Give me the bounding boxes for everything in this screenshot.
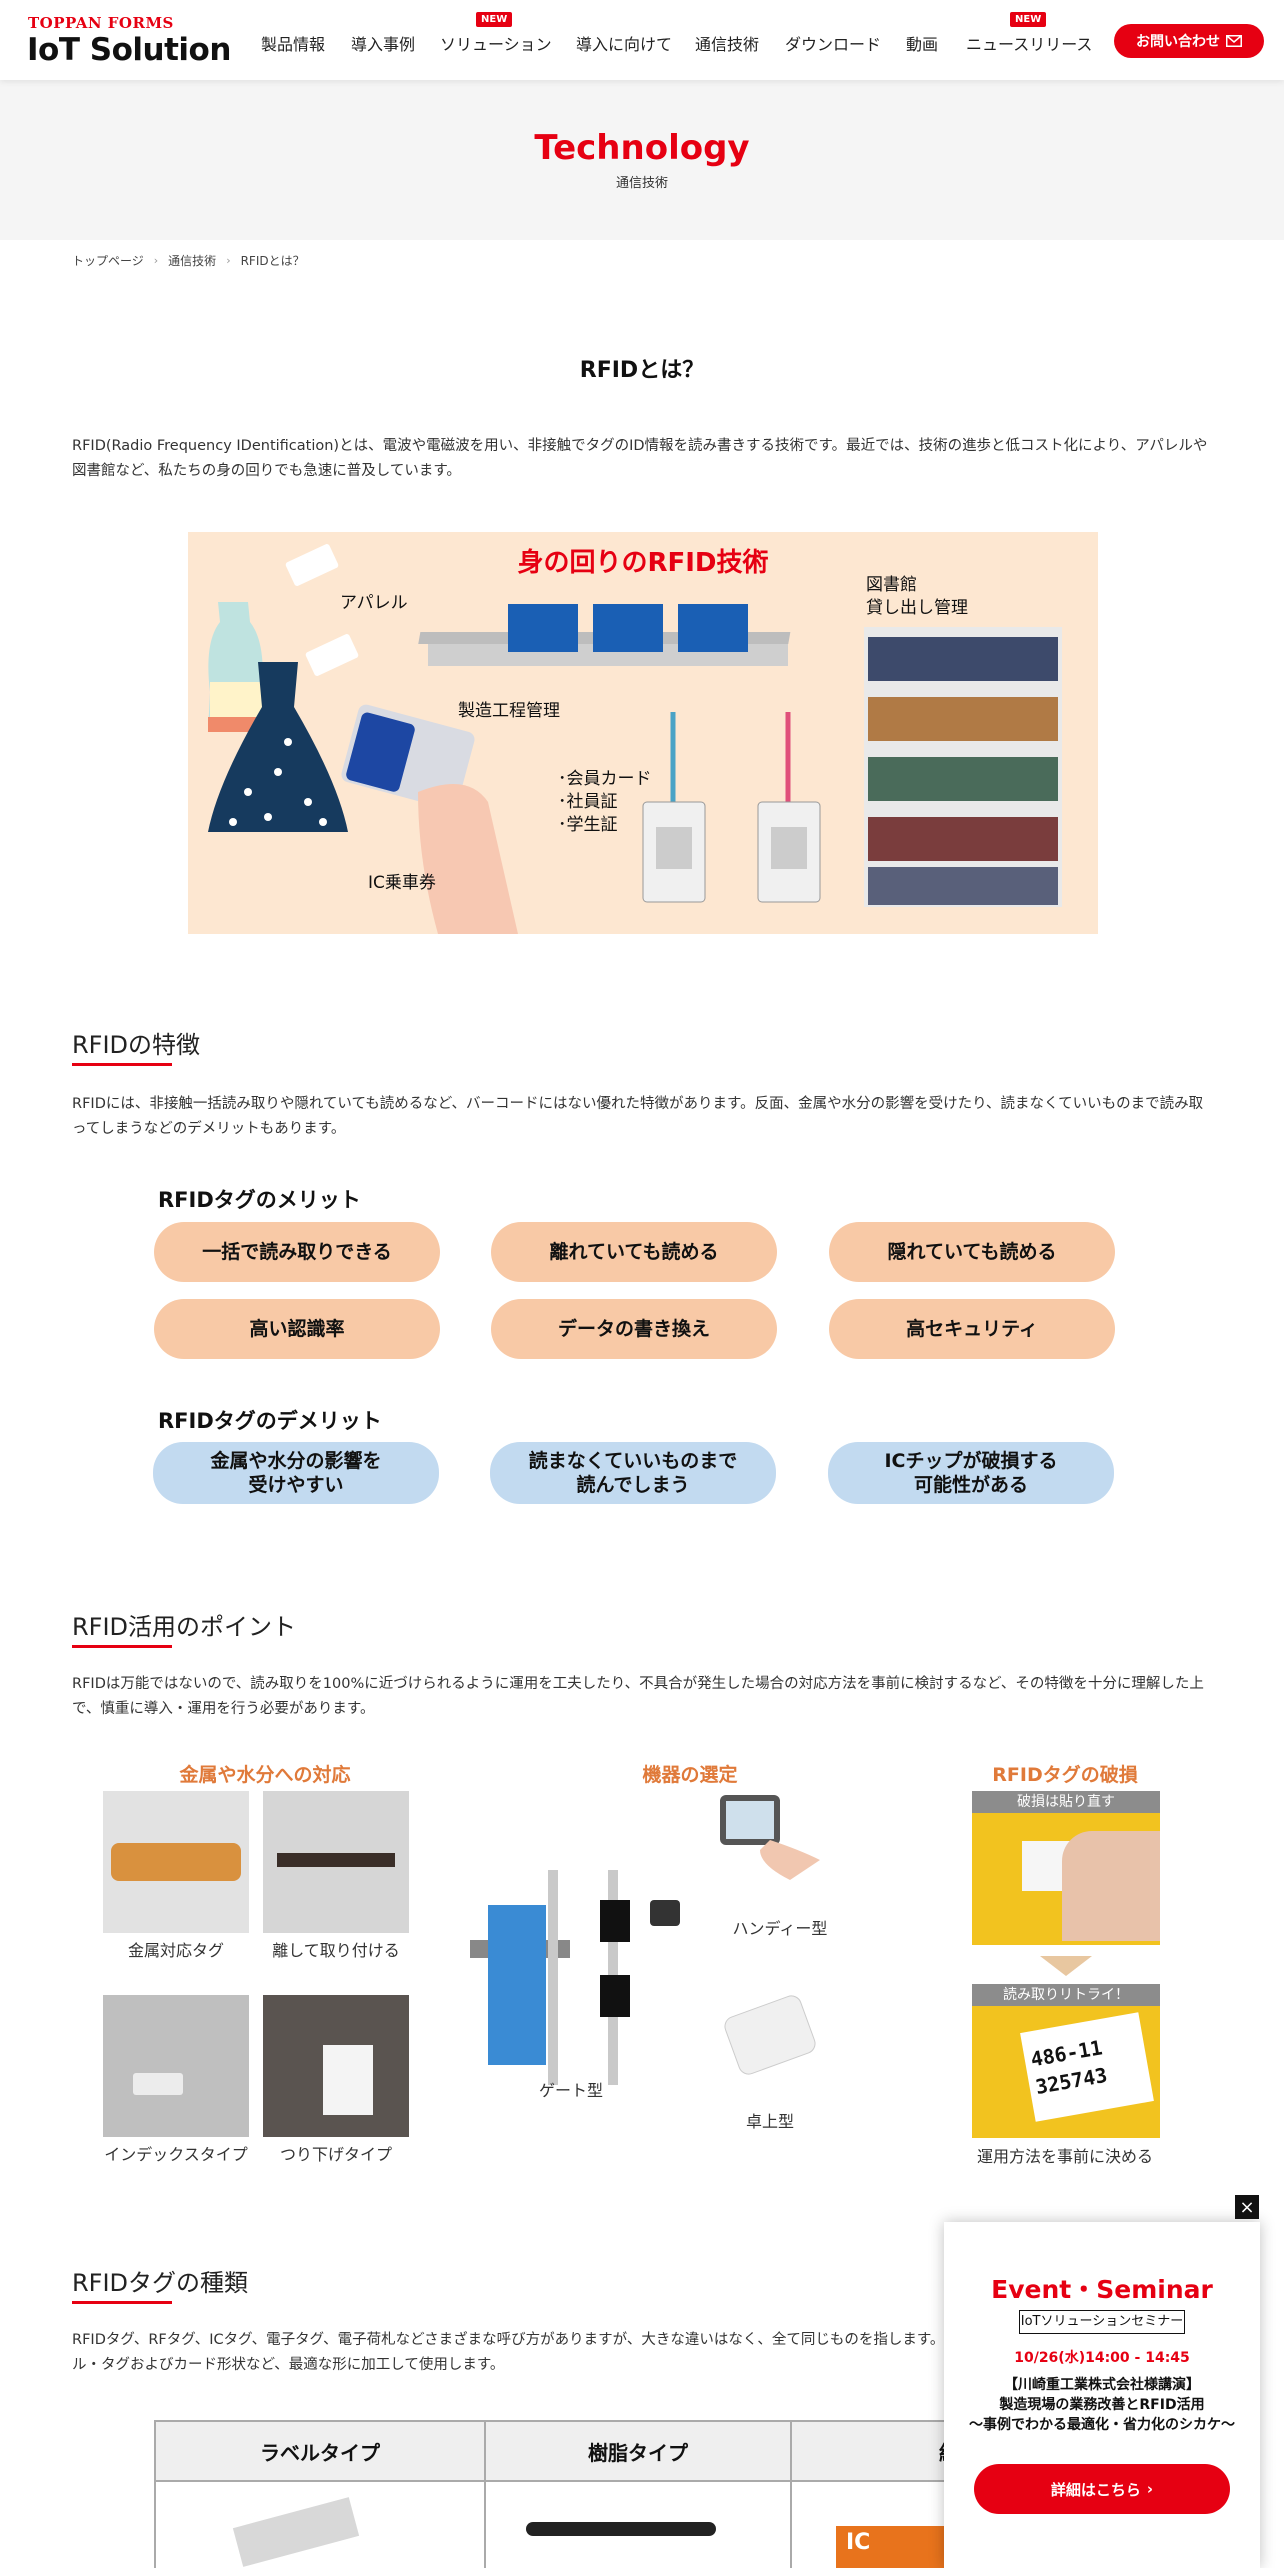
hero-subtitle: 通信技術	[615, 176, 668, 191]
points-heading: RFID活用のポイント	[72, 1613, 297, 1641]
merit-pill: データの書き換え	[491, 1299, 777, 1359]
popup-details-button[interactable]: 詳細はこちら ›	[974, 2464, 1230, 2514]
point-device-title: 機器の選定	[642, 1764, 738, 1786]
event-popup: Event・Seminar IoTソリューションセミナー 10/26(水)14:…	[944, 2222, 1260, 2568]
merit-pill: 高セキュリティ	[829, 1299, 1115, 1359]
mail-icon	[1226, 35, 1242, 47]
chevron-right-icon: ›	[153, 254, 159, 267]
types-heading: RFIDタグの種類	[72, 2269, 249, 2297]
caption: ハンディー型	[732, 1919, 828, 1938]
logo-company[interactable]: TOPPAN FORMS	[28, 14, 174, 32]
label-ic-ticket: IC乗車券	[368, 873, 436, 893]
photo-retry-read: 読み取りリトライ！ 486-11 325743	[972, 1984, 1160, 2138]
chevron-right-icon: ›	[1146, 2480, 1154, 2498]
arrow-down-icon	[1040, 1956, 1092, 1976]
photo-metal-tag	[103, 1791, 249, 1933]
card-text: IC	[836, 2526, 952, 2568]
nav-introduction[interactable]: 導入に向けて	[576, 35, 673, 54]
table-cell-label	[154, 2482, 486, 2568]
demerit-heading: RFIDタグのデメリット	[158, 1409, 382, 1433]
hero-title: Technology	[534, 128, 750, 168]
nav-news-new-badge: NEW	[1010, 12, 1047, 27]
popup-description: 【川崎重工業株式会社様講演】 製造現場の業務改善とRFID活用 〜事例でわかる最…	[969, 2377, 1235, 2433]
device-illustration	[470, 1795, 820, 2085]
points-heading-underline	[72, 1645, 172, 1648]
rfid-illustration: 身の回りのRFID技術	[188, 532, 1098, 934]
intro-text: RFID(Radio Frequency IDentification)とは、電…	[72, 438, 1208, 479]
contact-button[interactable]: お問い合わせ	[1114, 24, 1264, 58]
nav-cases[interactable]: 導入事例	[351, 35, 416, 54]
features-heading-underline	[72, 1063, 172, 1066]
label-cards: ･会員カード ･社員証 ･学生証	[558, 769, 652, 835]
photo-reattach-tag: 破損は貼り直す	[972, 1791, 1160, 1945]
label-library: 図書館 貸し出し管理	[866, 575, 968, 618]
merit-heading: RFIDタグのメリット	[158, 1188, 361, 1212]
features-text: RFIDには、非接触一括読み取りや隠れていても読めるなど、バーコードにはない優れ…	[72, 1096, 1204, 1137]
caption: 金属対応タグ	[127, 1941, 224, 1960]
caption: 運用方法を事前に決める	[976, 2147, 1153, 2166]
photo-index-tag	[103, 1995, 249, 2137]
table-header-resin: 樹脂タイプ	[484, 2420, 792, 2482]
point-damage-title: RFIDタグの破損	[992, 1764, 1138, 1786]
retry-bar: 読み取りリトライ！	[972, 1984, 1160, 2006]
nav-solution[interactable]: ソリューション	[440, 35, 552, 54]
illustration-title: 身の回りのRFID技術	[517, 548, 769, 578]
retry-tag-label: 486-11 325743	[1020, 2012, 1154, 2122]
caption: 離して取り付ける	[272, 1941, 400, 1960]
popup-tag: IoTソリューションセミナー	[1019, 2310, 1185, 2334]
popup-close-button[interactable]: ×	[1235, 2195, 1259, 2219]
table-cell-resin	[484, 2482, 792, 2568]
merit-pill: 高い認識率	[154, 1299, 440, 1359]
nav-solution-new-badge: NEW	[476, 12, 513, 27]
popup-details-label: 詳細はこちら	[1050, 2480, 1141, 2499]
nav-news[interactable]: ニュースリリース	[966, 35, 1093, 54]
photo-hanging-tag	[263, 1995, 409, 2137]
types-heading-underline	[72, 2301, 172, 2304]
popup-date: 10/26(水)14:00 - 14:45	[1014, 2350, 1190, 2366]
page-title: RFIDとは？	[579, 358, 705, 383]
breadcrumb: トップページ › 通信技術 › RFIDとは？	[72, 252, 305, 269]
site-header: TOPPAN FORMS IoT Solution 製品情報 導入事例 NEW …	[0, 0, 1284, 80]
logo-product[interactable]: IoT Solution	[27, 32, 231, 68]
demerit-pill: ICチップが破損する 可能性がある	[828, 1442, 1114, 1504]
caption: つり下げタイプ	[279, 2145, 392, 2164]
chevron-right-icon: ›	[226, 254, 231, 267]
label-apparel: アパレル	[340, 593, 408, 613]
types-text: RFIDタグ、RFタグ、ICタグ、電子タグ、電子荷札などさまざまな呼び方がありま…	[72, 2332, 1205, 2373]
nav-technology[interactable]: 通信技術	[695, 35, 760, 54]
nav-products[interactable]: 製品情報	[261, 35, 326, 54]
popup-title: Event・Seminar	[991, 2275, 1213, 2304]
demerit-pill: 読まなくていいものまで 読んでしまう	[490, 1442, 776, 1504]
nav-download[interactable]: ダウンロード	[785, 35, 882, 54]
merit-pill: 一括で読み取りできる	[154, 1222, 440, 1282]
breadcrumb-technology[interactable]: 通信技術	[168, 254, 217, 268]
table-header-label: ラベルタイプ	[154, 2420, 486, 2482]
merit-pill: 離れていても読める	[491, 1222, 777, 1282]
contact-button-label: お問い合わせ	[1136, 34, 1220, 50]
nav-video[interactable]: 動画	[906, 35, 939, 54]
breadcrumb-home[interactable]: トップページ	[72, 254, 144, 268]
caption: 卓上型	[745, 2112, 794, 2131]
caption: インデックスタイプ	[104, 2145, 248, 2164]
merit-pill: 隠れていても読める	[829, 1222, 1115, 1282]
caption: ゲート型	[538, 2081, 603, 2100]
demerit-pill: 金属や水分の影響を 受けやすい	[153, 1442, 439, 1504]
breadcrumb-current: RFIDとは？	[240, 254, 305, 268]
features-heading: RFIDの特徴	[72, 1031, 201, 1059]
point-metal-title: 金属や水分への対応	[179, 1764, 351, 1786]
points-text: RFIDは万能ではないので、読み取りを100%に近づけられるように運用を工夫した…	[72, 1676, 1204, 1717]
photo-spacer-mount	[263, 1791, 409, 1933]
label-manufacturing: 製造工程管理	[458, 701, 560, 721]
illustration-graphics	[208, 544, 1062, 934]
hero-banner: Technology 通信技術	[0, 80, 1284, 240]
reattach-bar: 破損は貼り直す	[972, 1791, 1160, 1813]
